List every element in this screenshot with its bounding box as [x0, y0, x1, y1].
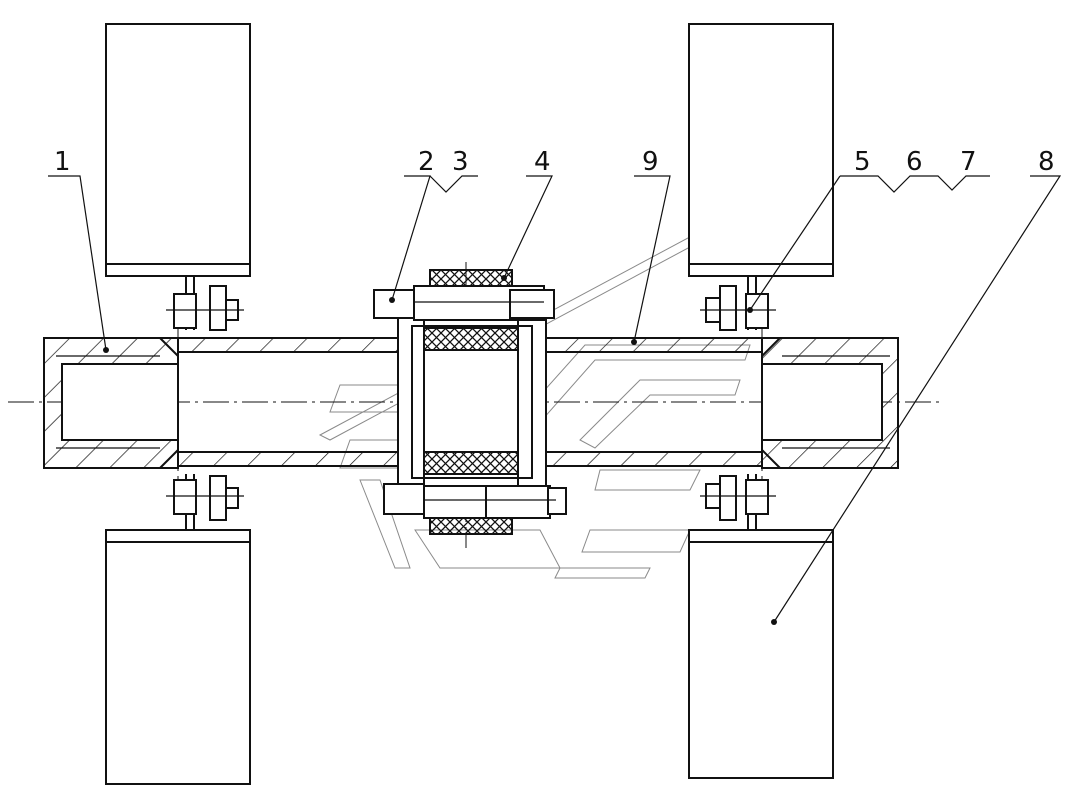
bolt-top-right: [700, 285, 776, 331]
callout-3: 3: [452, 147, 469, 177]
bolt-bottom-right: [700, 475, 776, 521]
top-right-block: [688, 23, 834, 330]
callout-5: 5: [854, 147, 871, 177]
top-left-block: [105, 23, 251, 330]
bolt-top-left: [166, 285, 244, 331]
callout-7: 7: [960, 147, 977, 177]
callout-labels: 1 2 3 4 9 5 6 7 8: [54, 147, 1055, 177]
bolt-bottom-left: [166, 475, 244, 521]
callout-1: 1: [54, 147, 71, 177]
callout-2: 2: [418, 147, 435, 177]
callout-4: 4: [534, 147, 551, 177]
leader-lines: [48, 175, 1062, 625]
callout-9: 9: [642, 147, 659, 177]
callout-8: 8: [1038, 147, 1055, 177]
callout-6: 6: [906, 147, 923, 177]
left-end-fitting: [43, 337, 179, 469]
bottom-left-block: [105, 474, 251, 785]
central-coupling: [373, 269, 567, 535]
bottom-right-block: [688, 474, 834, 779]
right-end-fitting: [761, 337, 899, 469]
